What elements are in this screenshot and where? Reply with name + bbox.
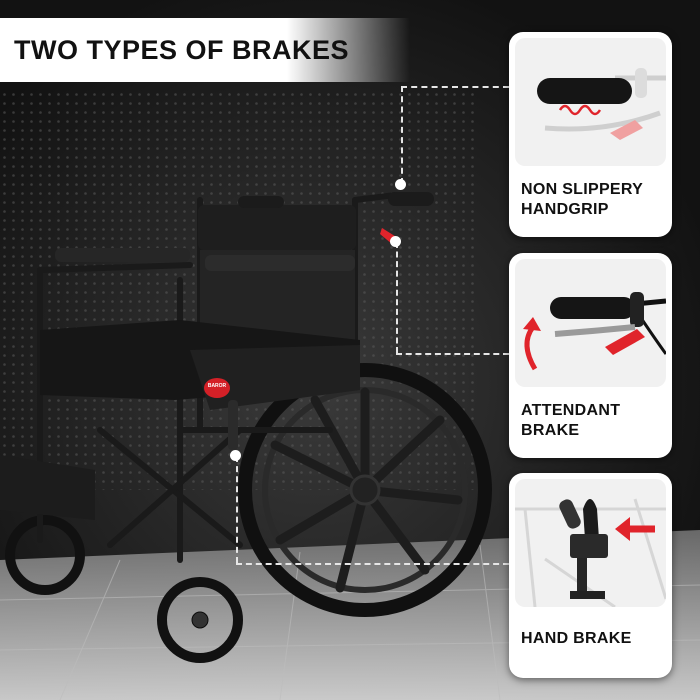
page-title: TWO TYPES OF BRAKES — [14, 34, 350, 65]
feature-card-hand-brake: HAND BRAKE — [509, 473, 672, 678]
card-label-handgrip: NON SLIPPERY HANDGRIP — [521, 181, 644, 218]
attendant-brake-icon — [515, 259, 666, 387]
callout-line-attendant — [396, 353, 509, 355]
callout-line-hand-brake-vertical — [236, 456, 238, 563]
callout-line-handgrip — [401, 86, 509, 88]
card-label-hand-brake: HAND BRAKE — [521, 630, 632, 647]
brand-badge: BAROR — [207, 383, 227, 389]
title-banner: TWO TYPES OF BRAKES — [0, 18, 410, 82]
feature-card-handgrip: NON SLIPPERY HANDGRIP — [509, 32, 672, 237]
handgrip-icon — [515, 38, 666, 166]
callout-dot-attendant — [390, 236, 401, 247]
feature-card-attendant-brake: ATTENDANT BRAKE — [509, 253, 672, 458]
callout-line-attendant-vertical — [396, 242, 398, 353]
callout-dot-hand-brake — [230, 450, 241, 461]
hand-brake-icon — [515, 479, 666, 607]
callout-line-handgrip-vertical — [401, 86, 403, 184]
card-label-attendant-brake: ATTENDANT BRAKE — [521, 402, 621, 439]
callout-line-hand-brake — [236, 563, 509, 565]
callout-dot-handgrip — [395, 179, 406, 190]
